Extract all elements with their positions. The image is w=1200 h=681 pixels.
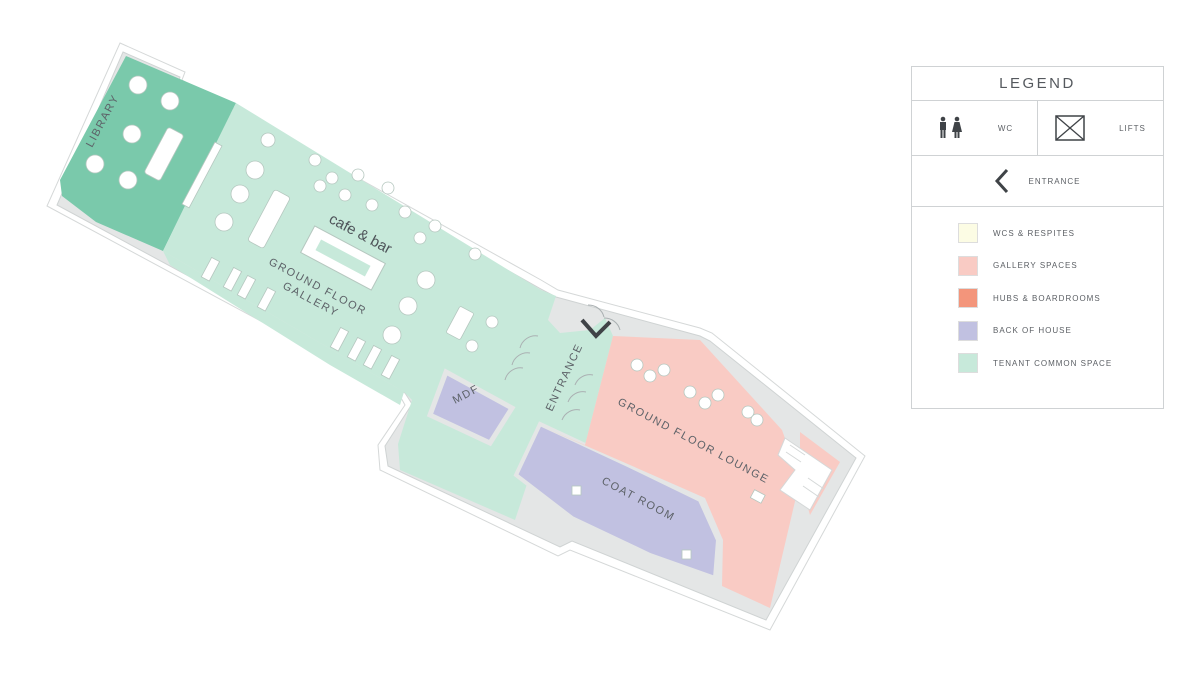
entrance-marker-icon — [580, 318, 612, 339]
legend-key-list: WCS & RESPITES GALLERY SPACES HUBS & BOA… — [912, 207, 1163, 373]
furniture — [85, 75, 766, 560]
toilets-icon — [939, 116, 962, 138]
legend-swatch — [958, 320, 978, 341]
floor-plan: LIBRARY cafe & bar GROUND FLOOR GALLERY … — [46, 42, 866, 631]
legend-swatch — [958, 288, 978, 308]
legend-item-tenant-common-space: TENANT COMMON SPACE — [958, 353, 1163, 373]
legend-entrance-label: ENTRANCE — [1028, 176, 1081, 186]
legend-item-label: GALLERY SPACES — [993, 261, 1078, 270]
legend-item-back-of-house: BACK OF HOUSE — [958, 320, 1163, 341]
bench-seating — [200, 256, 401, 380]
stair-core — [777, 437, 833, 511]
legend-panel: LEGEND WC LIFTS — [911, 66, 1164, 409]
gallery-seating-zone — [163, 251, 404, 405]
legend-item-label: HUBS & BOARDROOMS — [993, 293, 1101, 303]
legend-title: LEGEND — [912, 67, 1163, 101]
legend-swatch — [958, 255, 978, 276]
legend-item-gallery-spaces: GALLERY SPACES — [958, 255, 1163, 276]
lounge-room — [545, 336, 800, 608]
legend-swatch — [958, 223, 978, 243]
legend-lifts-label: LIFTS — [1119, 123, 1146, 133]
cafe-bar-counter — [299, 225, 387, 291]
mdf-room — [426, 368, 516, 447]
legend-icons-row: WC LIFTS — [912, 101, 1163, 156]
legend-wc: WC — [912, 101, 1038, 155]
legend-swatch — [958, 353, 978, 373]
legend-wc-label: WC — [997, 123, 1014, 133]
legend-item-label: WCS & RESPITES — [993, 228, 1076, 238]
legend-item-hubs-boardrooms: HUBS & BOARDROOMS — [958, 288, 1163, 308]
lift-icon — [1055, 115, 1085, 141]
library-room — [60, 56, 236, 251]
entrance-chevron-icon — [995, 168, 1009, 194]
legend-lifts: LIFTS — [1038, 101, 1163, 155]
entrance-doors — [504, 304, 621, 421]
legend-item-label: TENANT COMMON SPACE — [993, 358, 1113, 368]
legend-item-label: BACK OF HOUSE — [993, 326, 1072, 335]
legend-entrance-row: ENTRANCE — [912, 156, 1163, 207]
coat-room — [513, 421, 721, 581]
legend-item-wcs-respites: WCS & RESPITES — [958, 223, 1163, 243]
